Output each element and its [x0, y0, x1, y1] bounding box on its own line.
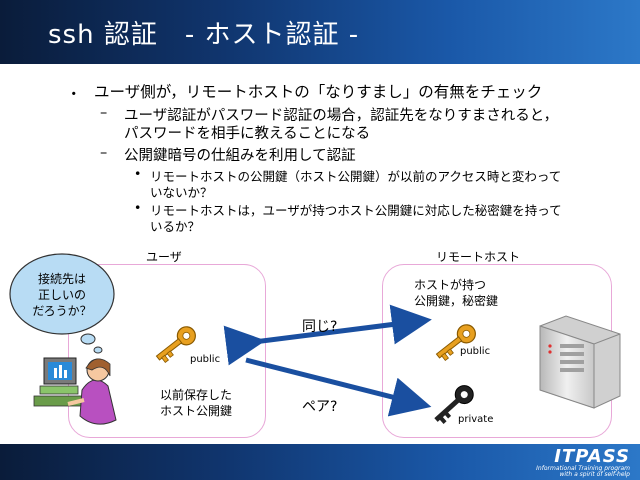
bullet-marker: ・ — [66, 85, 82, 103]
server-icon — [539, 315, 621, 409]
bullet-l3b-line2: いるか？ — [150, 219, 201, 234]
host-keys-line-2: 公開鍵，秘密鍵 — [414, 294, 499, 308]
remote-host-label: リモートホスト — [436, 250, 521, 264]
saved-key-line-1: 以前保存した — [160, 388, 233, 402]
user-key-label: public — [190, 354, 221, 365]
logo-sub-line-1: Informational Training program — [536, 465, 630, 472]
bullet-l3a-line2: いないか？ — [150, 185, 213, 200]
bullet-marker-small: • — [134, 200, 142, 215]
bullet-l2b: 公開鍵暗号の仕組みを利用して認証 — [124, 148, 356, 164]
same-label: 同じ? — [302, 319, 338, 335]
pair-label: ペア? — [302, 399, 338, 415]
bullet-l3b-line1: リモートホストは，ユーザが持つホスト公開鍵に対応した秘密鍵を持って — [150, 203, 562, 218]
bullet-l2a-line2: パスワードを相手に教えることになる — [124, 126, 371, 142]
itpass-logo: ITPASS — [554, 446, 630, 467]
title-bar — [0, 0, 640, 64]
footer-bar: ITPASS Informational Training program wi… — [0, 444, 640, 480]
thought-line-1: 接続先は — [37, 272, 86, 286]
host-keys-line-1: ホストが持つ — [414, 278, 487, 292]
dash-marker: – — [100, 145, 108, 161]
host-private-key-icon — [434, 385, 474, 424]
thought-line-3: だろうか？ — [32, 304, 92, 318]
user-key-icon — [155, 326, 196, 364]
person-icon — [33, 357, 117, 425]
host-public-key-icon — [435, 324, 476, 362]
bullet-marker-small: • — [134, 166, 142, 181]
saved-key-line-2: ホスト公開鍵 — [160, 404, 233, 418]
same-arrow — [223, 304, 432, 366]
logo-sub-line-2: with a spirit of self-help — [559, 471, 630, 478]
user-label: ユーザ — [146, 250, 182, 264]
bullet-l2a-line1: ユーザ認証がパスワード認証の場合，認証先をなりすまされると， — [124, 108, 559, 124]
bullet-l1: ユーザ側が，リモートホストの「なりすまし」の有無をチェック — [94, 83, 543, 101]
thought-bubble — [9, 253, 115, 354]
host-private-label: private — [458, 414, 494, 425]
pair-arrow — [245, 357, 432, 417]
thought-line-2: 正しいの — [37, 288, 86, 302]
bullet-l3a-line1: リモートホストの公開鍵（ホスト公開鍵）が以前のアクセス時と変わって — [150, 169, 562, 184]
host-public-label: public — [460, 346, 491, 357]
dash-marker: – — [100, 105, 108, 121]
page-title: ssh 認証 - ホスト認証 - — [48, 20, 360, 50]
itpass-logo-subtitle: Informational Training program with a sp… — [536, 466, 630, 478]
